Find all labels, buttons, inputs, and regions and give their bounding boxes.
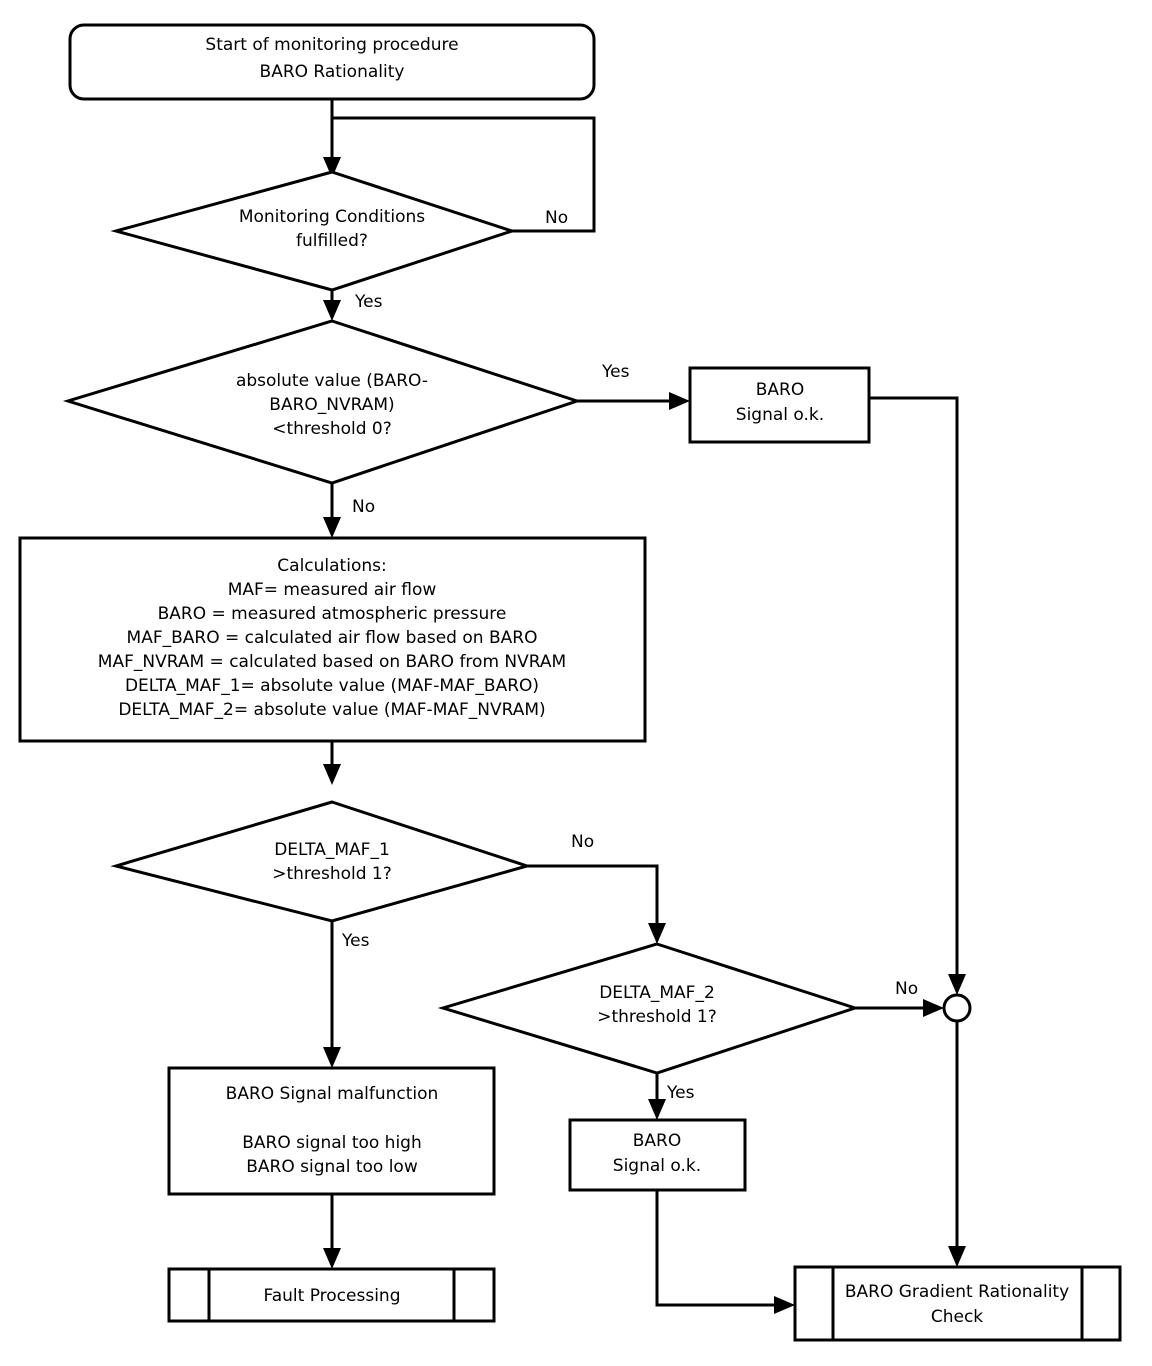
edge-monitoring-yes — [323, 290, 341, 321]
node-baro-malfunction-line1: BARO Signal malfunction — [226, 1084, 439, 1104]
node-delta-maf-2-line2: >threshold 1? — [597, 1007, 717, 1027]
node-calculations[interactable]: Calculations: MAF= measured air flow BAR… — [18, 536, 647, 743]
node-monitoring-conditions-line1: Monitoring Conditions — [239, 207, 425, 227]
node-baro-nvram-threshold-line1: absolute value (BARO- — [236, 371, 428, 391]
node-calculations-line5: MAF_NVRAM = calculated based on BARO fro… — [98, 652, 566, 672]
edge-monitoring-no-loopback — [332, 116, 596, 233]
edge-baro-ok-bottom-to-gradient-check — [655, 1190, 795, 1314]
edge-label-threshold0-yes: Yes — [601, 362, 630, 382]
node-start[interactable]: Start of monitoring procedure BARO Ratio… — [68, 23, 596, 101]
node-baro-signal-ok-bottom[interactable]: BARO Signal o.k. — [568, 1118, 747, 1192]
edge-label-delta2-no: No — [895, 979, 918, 999]
node-baro-signal-ok-top[interactable]: BARO Signal o.k. — [688, 366, 871, 444]
edge-label-delta1-no: No — [571, 832, 594, 852]
node-merge-connector[interactable] — [942, 993, 972, 1023]
node-baro-gradient-check-line2: Check — [931, 1307, 983, 1327]
edge-delta1-yes — [323, 921, 341, 1068]
node-calculations-line3: BARO = measured atmospheric pressure — [158, 604, 507, 624]
node-start-line1: Start of monitoring procedure — [205, 35, 458, 55]
edge-delta2-yes — [648, 1073, 666, 1120]
node-calculations-line4: MAF_BARO = calculated air flow based on … — [127, 628, 538, 648]
edge-start-to-monitoring — [323, 99, 341, 178]
node-fault-processing[interactable]: Fault Processing — [167, 1267, 496, 1323]
node-delta-maf-1-line1: DELTA_MAF_1 — [274, 840, 390, 860]
node-baro-signal-ok-top-line1: BARO — [756, 380, 805, 400]
edge-label-threshold0-no: No — [352, 497, 375, 517]
node-delta-maf-1[interactable]: DELTA_MAF_1 >threshold 1? — [110, 800, 533, 923]
node-monitoring-conditions[interactable]: Monitoring Conditions fulfilled? — [110, 170, 517, 292]
edge-calculations-to-delta1 — [323, 741, 341, 785]
node-calculations-line1: Calculations: — [277, 556, 386, 576]
node-delta-maf-1-line2: >threshold 1? — [272, 864, 392, 884]
edge-label-delta2-yes: Yes — [666, 1083, 695, 1103]
node-delta-maf-2-line1: DELTA_MAF_2 — [599, 983, 715, 1003]
edge-delta2-no — [855, 999, 944, 1017]
node-calculations-line6: DELTA_MAF_1= absolute value (MAF-MAF_BAR… — [125, 676, 539, 696]
node-baro-malfunction[interactable]: BARO Signal malfunction BARO signal too … — [167, 1066, 496, 1196]
node-baro-signal-ok-bottom-line1: BARO — [633, 1131, 682, 1151]
edge-delta1-no — [527, 864, 666, 944]
edge-merge-to-gradient-check — [948, 1022, 966, 1267]
edge-label-delta1-yes: Yes — [341, 931, 370, 951]
node-monitoring-conditions-line2: fulfilled? — [296, 231, 368, 251]
node-fault-processing-line1: Fault Processing — [264, 1286, 401, 1306]
edge-threshold0-no — [323, 483, 341, 538]
node-baro-gradient-check[interactable]: BARO Gradient Rationality Check — [793, 1265, 1122, 1342]
node-baro-nvram-threshold-line2: BARO_NVRAM) — [269, 395, 394, 415]
node-baro-nvram-threshold-line3: <threshold 0? — [272, 419, 392, 439]
node-baro-malfunction-line2: BARO signal too high — [242, 1133, 422, 1153]
edge-threshold0-yes — [577, 392, 690, 410]
node-baro-gradient-check-line1: BARO Gradient Rationality — [845, 1282, 1069, 1302]
edge-label-monitoring-no: No — [545, 208, 568, 228]
node-calculations-line7: DELTA_MAF_2= absolute value (MAF-MAF_NVR… — [118, 700, 545, 720]
node-start-line2: BARO Rationality — [260, 62, 405, 82]
node-baro-signal-ok-top-line2: Signal o.k. — [736, 405, 824, 425]
edge-malfunction-to-fault-processing — [323, 1194, 341, 1269]
edge-label-monitoring-yes: Yes — [354, 292, 383, 312]
edge-baro-ok-top-to-merge — [869, 396, 966, 995]
node-calculations-line2: MAF= measured air flow — [228, 580, 437, 600]
node-baro-nvram-threshold[interactable]: absolute value (BARO- BARO_NVRAM) <thres… — [62, 319, 582, 485]
node-delta-maf-2[interactable]: DELTA_MAF_2 >threshold 1? — [437, 942, 860, 1075]
node-baro-signal-ok-bottom-line2: Signal o.k. — [613, 1156, 701, 1176]
node-baro-malfunction-line3: BARO signal too low — [246, 1157, 418, 1177]
